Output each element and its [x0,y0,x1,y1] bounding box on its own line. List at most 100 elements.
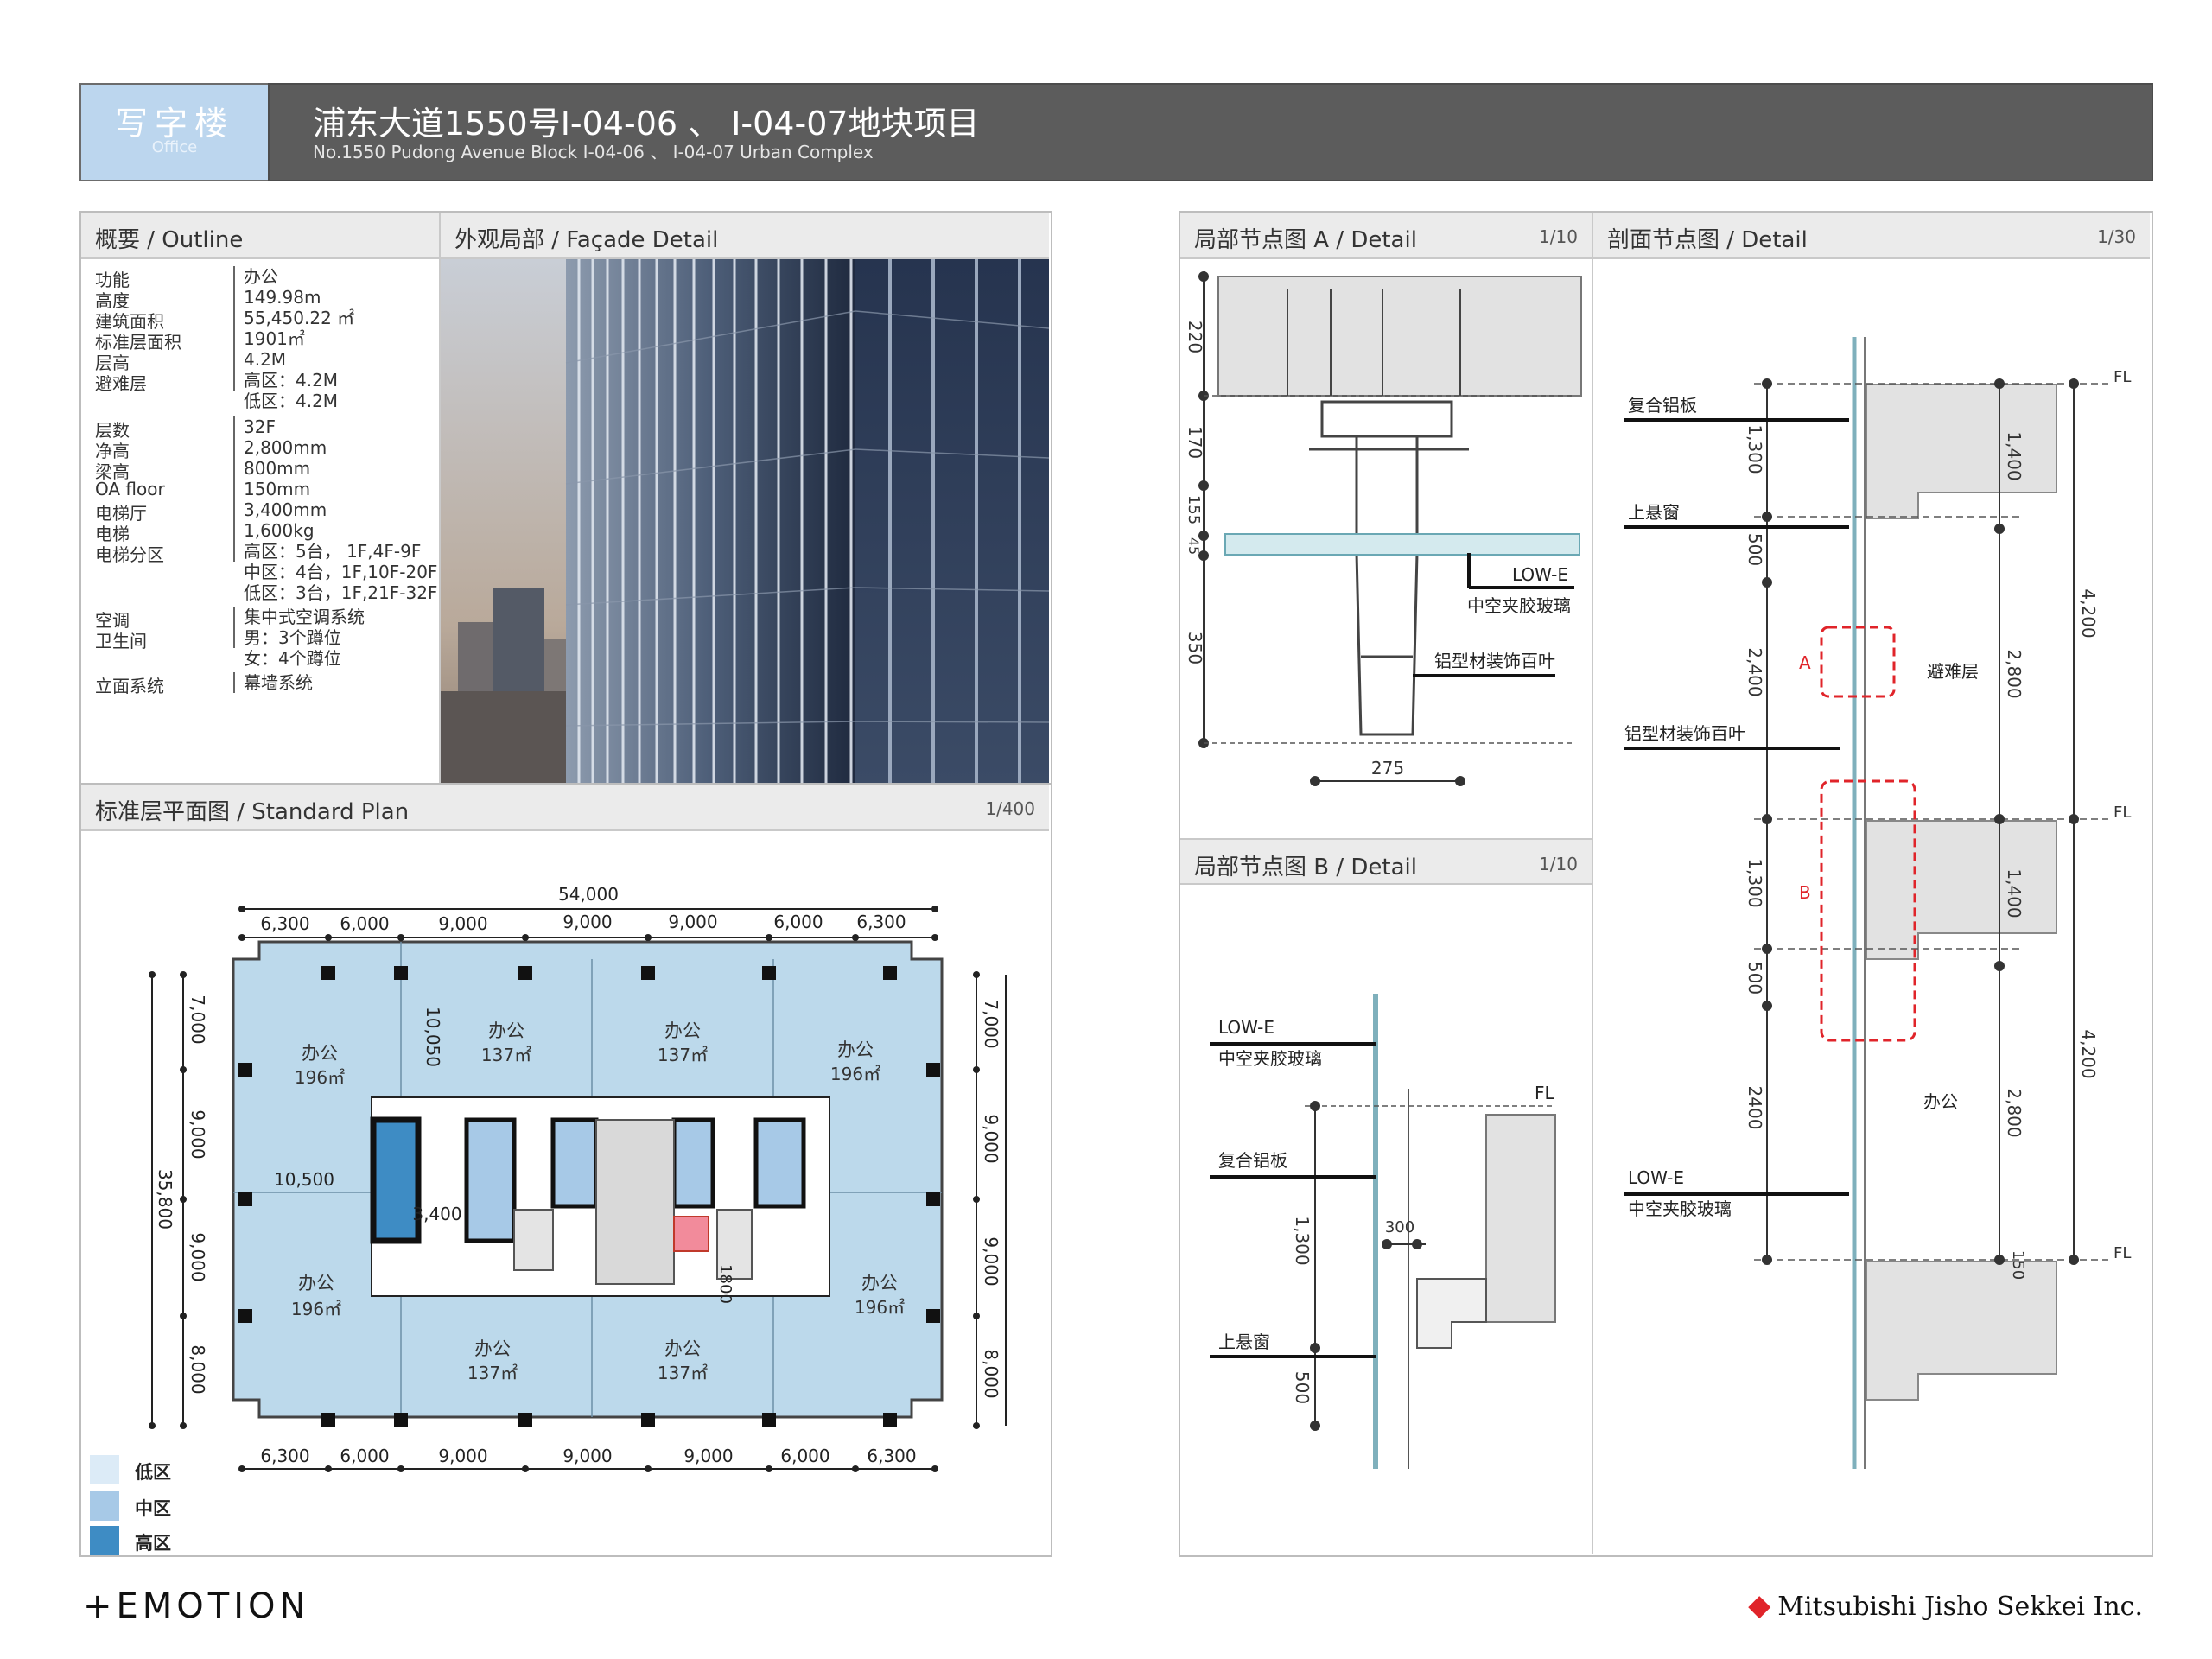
bracket [1416,1278,1487,1349]
section-scale: 1/30 [2097,226,2136,247]
detail-b-leaders [1210,1042,1376,1358]
legend-label-low: 低区 [135,1462,171,1483]
callout-b [1820,779,1916,1042]
facade-title: 外观局部 / Façade Detail [454,227,719,253]
detail-a-dims [1198,271,1465,786]
fl-3: FL [2113,1244,2131,1262]
label-fl-b: FL [1535,1083,1555,1103]
legend-label-high: 高区 [135,1533,171,1554]
detail-b-title: 局部节点图 B / Detail [1194,855,1417,880]
spec-label: 层高 [95,353,130,373]
spec-value: 幕墙系统 [233,672,313,693]
room-area: 196㎡ [295,1067,345,1088]
dim-span-bottom: 6,000 [340,1446,389,1466]
dim-500-b: 500 [1292,1371,1313,1404]
spec-label: 电梯厅 [95,503,147,524]
detail-b-scale: 1/10 [1539,854,1578,874]
tag-chinese: 写字楼 [114,105,234,143]
spec-value: 集中式空调系统 [233,607,365,627]
dim-span-bottom: 6,300 [260,1446,309,1466]
detail-b-dims [1310,1101,1426,1431]
dim-far: 4,200 [2078,1029,2099,1078]
dim-span-bottom: 9,000 [683,1446,733,1466]
company-name-text: Mitsubishi Jisho Sekkei Inc. [1777,1592,2143,1622]
legend-swatch-low [90,1455,119,1484]
detail-a-drawing: 220 170 155 45 350 275 LOW-E 中空夹胶玻璃 铝型材装… [1185,271,1582,786]
dim-1300-b: 1,300 [1292,1216,1313,1265]
dim-bay-right: 9,000 [981,1236,1001,1286]
dim-bay-right: 9,000 [981,1114,1001,1163]
section-title: 剖面节点图 / Detail [1607,227,1808,253]
facade-illustration [441,259,1049,783]
tag-english: Office [151,138,198,156]
service-room [513,1209,554,1271]
room-area: 196㎡ [291,1299,341,1319]
spec-label: 梁高 [95,461,130,482]
room-area: 196㎡ [855,1297,905,1318]
brand-logo: +EMOTION [83,1586,310,1626]
marker-b: B [1799,882,1811,903]
spec-label: 标准层面积 [95,332,181,353]
project-subtitle: No.1550 Pudong Avenue Block I-04-06 、 I-… [313,142,874,162]
room-name: 办公 [298,1273,334,1294]
floor-slabs [1866,384,2057,1401]
room-name: 办公 [861,1273,898,1294]
spec-value: 中区：4台，1F,10F-20F [244,562,438,582]
spec-value: 32F [233,416,276,437]
dim-core: 3,400 [412,1204,461,1224]
concrete-slab [1217,276,1582,397]
header-bar: 浦东大道1550号I-04-06 、 I-04-07地块项目 No.1550 P… [268,83,2153,181]
dim-left: 2,400 [1745,647,1765,696]
dim-left: 500 [1745,533,1765,566]
dim-170: 170 [1185,426,1205,459]
spec-label: 净高 [95,441,130,461]
shaft-highlight [673,1216,709,1252]
spec-value: 149.98m [233,287,321,308]
detail-a-scale: 1/10 [1539,226,1578,247]
spec-value: 800mm [233,458,310,479]
callout-a [1820,626,1896,698]
room-name: 办公 [664,1020,701,1041]
spec-value: 150mm [233,479,310,499]
spec-label: 功能 [95,270,130,290]
dim-left: 1,300 [1745,858,1765,907]
label-glass: 中空夹胶玻璃 [1467,595,1571,616]
label-window-b: 上悬窗 [1218,1332,1270,1352]
plan-title: 标准层平面图 / Standard Plan [95,799,410,825]
dimension-lines [151,908,1007,1470]
spec-label: 电梯 [95,524,130,544]
room-area: 137㎡ [467,1363,518,1383]
label-louver-s: 铝型材装饰百叶 [1624,723,1745,744]
section-drawing: A B 复合铝板 上悬窗 铝型材装饰百叶 LOW-E 中空夹胶玻璃 避难层 办公… [1624,337,2131,1469]
label-low-e: LOW-E [1512,564,1568,585]
dim-core: 1800 [716,1264,734,1304]
spec-label: 卫生间 [95,631,147,652]
elevator-bank-low-b [753,1117,806,1209]
label-refuge: 避难层 [1927,661,1979,682]
dim-span: 6,300 [856,912,906,932]
dim-right: 150 [2009,1250,2027,1280]
spec-value: 高区：4.2M [233,370,338,391]
dim-300-b: 300 [1385,1218,1414,1236]
dim-bay-right: 7,000 [981,999,1001,1048]
dim-span: 6,000 [340,913,389,934]
room-name: 办公 [837,1039,874,1060]
dim-right: 2,800 [2004,649,2024,698]
dim-span-bottom: 6,000 [780,1446,830,1466]
dim-span: 6,000 [773,912,823,932]
room-name: 办公 [488,1020,524,1041]
label-glass-s: 中空夹胶玻璃 [1628,1198,1732,1219]
spec-label: 避难层 [95,373,147,394]
section-dims [1762,378,2079,1265]
dim-right: 1,400 [2004,868,2024,918]
spec-value: 女：4个蹲位 [244,648,341,669]
room-name: 办公 [664,1338,701,1359]
dim-span-bottom: 6,300 [867,1446,916,1466]
label-glass-b: 中空夹胶玻璃 [1218,1048,1322,1069]
dim-span: 6,300 [260,913,309,934]
label-louver: 铝型材装饰百叶 [1434,651,1555,671]
room-area: 196㎡ [830,1064,880,1084]
dim-span-bottom: 9,000 [563,1446,612,1466]
section-leaders [1624,418,1849,1196]
elevator-bank-low-a [671,1117,715,1209]
